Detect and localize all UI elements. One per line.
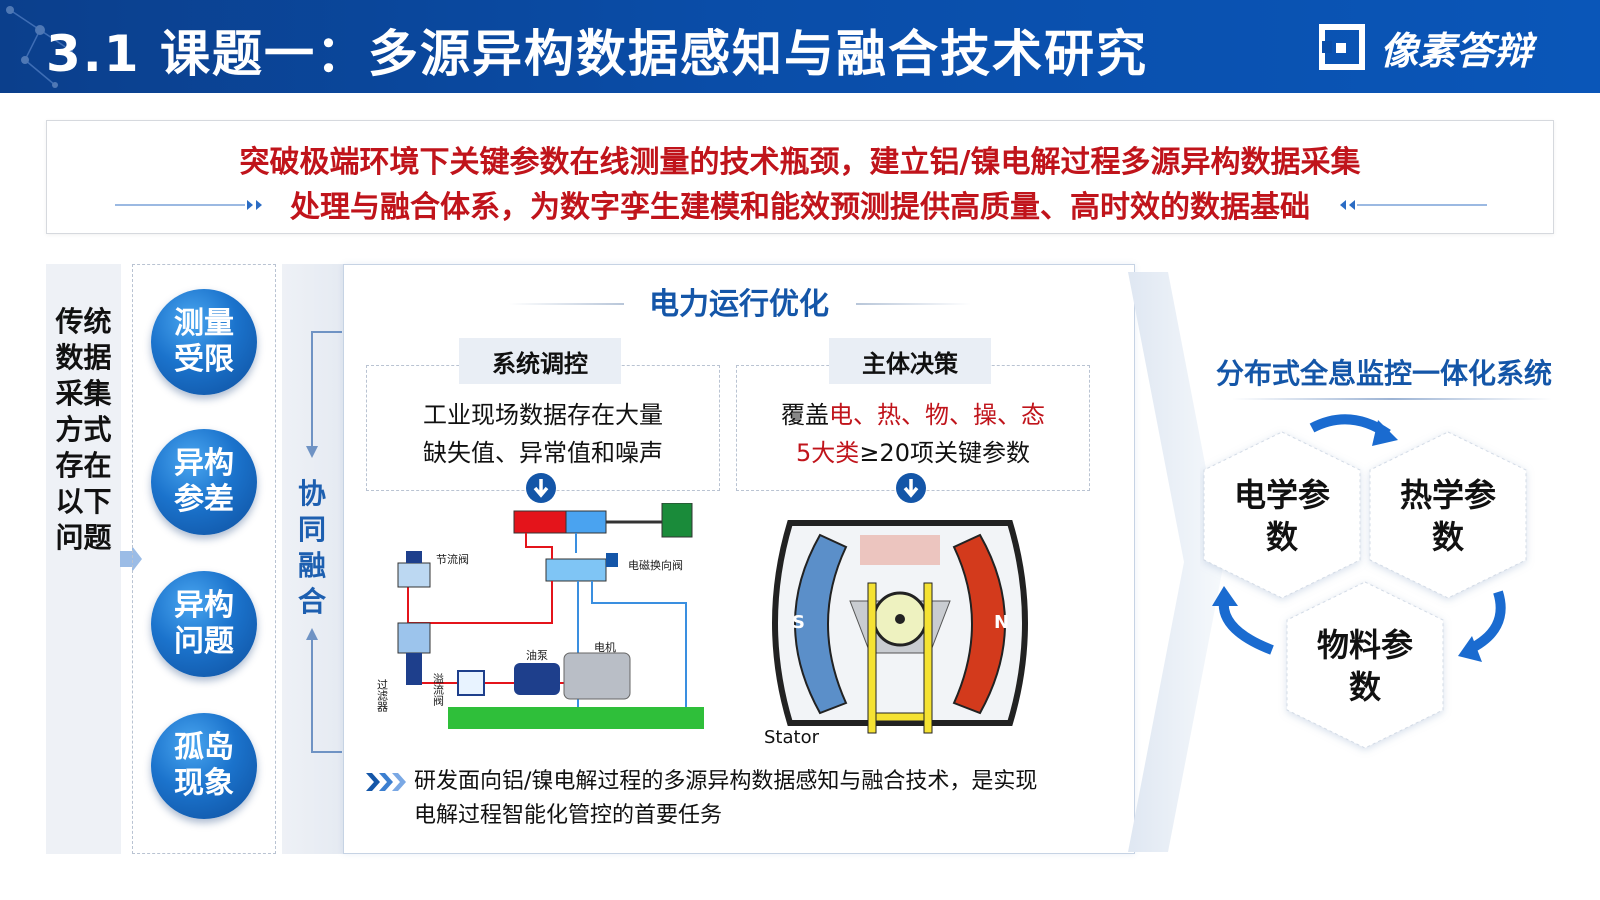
label-relief: 溢流阀 <box>432 672 445 707</box>
brand-logo: 像素答辩 <box>1318 20 1532 74</box>
right-title-rule <box>1232 398 1552 400</box>
electric-motor-diagram: S N Stator <box>764 520 1028 748</box>
note-line-2: 电解过程智能化管控的首要任务 <box>414 803 723 828</box>
cycle-arrow-left-icon <box>1218 599 1274 655</box>
label-filter: 过滤器 <box>376 679 389 713</box>
pole-s-label: S <box>792 612 805 633</box>
large-chevron-arrow-icon <box>1128 272 1224 852</box>
label-motor: 电机 <box>594 640 616 654</box>
fusion-loop-arrows-icon <box>306 331 342 753</box>
issue-badge-1: 测量受限 <box>151 289 257 395</box>
slide-header: 3.1 课题一：多源异构数据感知与融合技术研究 像素答辩 <box>0 0 1600 93</box>
pole-n-label: N <box>994 612 1009 633</box>
note-line-1: 研发面向铝/镍电解过程的多源异构数据感知与融合技术，是实现 <box>414 769 1038 794</box>
stator-label: Stator <box>764 727 820 748</box>
label-throttle: 节流阀 <box>436 552 469 566</box>
logo-text: 像素答辩 <box>1380 28 1533 73</box>
molecule-decoration-icon <box>6 6 73 88</box>
decision-tag: 主体决策 <box>829 338 991 384</box>
right-panel-title: 分布式全息监控一体化系统 <box>1215 357 1552 390</box>
fusion-label: 协同融合 <box>297 477 326 618</box>
triple-chevron-icon <box>366 773 406 791</box>
hex-label-material: 物料参数 <box>1316 626 1413 706</box>
vertical-heading: 传统数据采集方式存在以下问题 <box>55 305 112 554</box>
arrow-right-decoration-icon <box>1340 200 1487 210</box>
goal-line-2: 处理与融合体系，为数字孪生建模和能效预测提供高质量、高时效的数据基础 <box>290 190 1310 225</box>
center-title: 电力运行优化 <box>649 287 829 322</box>
goal-line-1: 突破极端环境下关键参数在线测量的技术瓶颈，建立铝/镍电解过程多源异构数据采集 <box>239 145 1361 180</box>
slide-title: 3.1 课题一：多源异构数据感知与融合技术研究 <box>46 25 1148 83</box>
hexagon-material <box>1286 581 1444 749</box>
hydraulic-schematic-diagram: 节流阀 电磁换向阀 油泵 电机 过滤器 溢流阀 <box>376 503 704 729</box>
decision-text: 覆盖电、热、物、操、态 5大类≥20项关键参数 <box>781 401 1045 467</box>
title-rule-left <box>509 303 624 305</box>
arrow-down-circle-icon <box>896 473 926 503</box>
label-pump: 油泵 <box>526 648 548 662</box>
parameter-hexagon-cluster: 电学参数 热学参数 物料参数 <box>1200 410 1580 770</box>
hex-label-electrical: 电学参数 <box>1233 476 1330 556</box>
traditional-issues-panel: 传统数据采集方式存在以下问题 <box>46 264 121 854</box>
hex-label-thermal: 热学参数 <box>1399 476 1496 556</box>
system-control-text: 工业现场数据存在大量 缺失值、异常值和噪声 <box>423 401 663 467</box>
arrow-right-icon <box>120 546 142 572</box>
arrow-down-circle-icon <box>526 473 556 503</box>
center-panel: 电力运行优化 系统调控 工业现场数据存在大量 缺失值、异常值和噪声 主体决策 覆… <box>343 264 1135 854</box>
issues-column: 测量受限 异构参差 异构问题 孤岛现象 <box>132 264 276 854</box>
hexagon-thermal <box>1369 431 1527 599</box>
hexagon-electrical <box>1203 431 1361 599</box>
issue-badge-4: 孤岛现象 <box>151 713 257 819</box>
logo-mark-icon <box>1319 24 1365 70</box>
hexagon-graphic <box>1203 414 1527 749</box>
issue-badge-2: 异构参差 <box>151 429 257 535</box>
system-control-box: 系统调控 工业现场数据存在大量 缺失值、异常值和噪声 <box>366 338 720 491</box>
arrow-left-decoration-icon <box>115 200 262 210</box>
system-control-tag: 系统调控 <box>459 338 621 384</box>
issue-badge-3: 异构问题 <box>151 571 257 677</box>
label-solenoid: 电磁换向阀 <box>628 558 683 572</box>
goal-statement-box: 突破极端环境下关键参数在线测量的技术瓶颈，建立铝/镍电解过程多源异构数据采集 处… <box>46 120 1554 234</box>
title-rule-right <box>856 303 971 305</box>
